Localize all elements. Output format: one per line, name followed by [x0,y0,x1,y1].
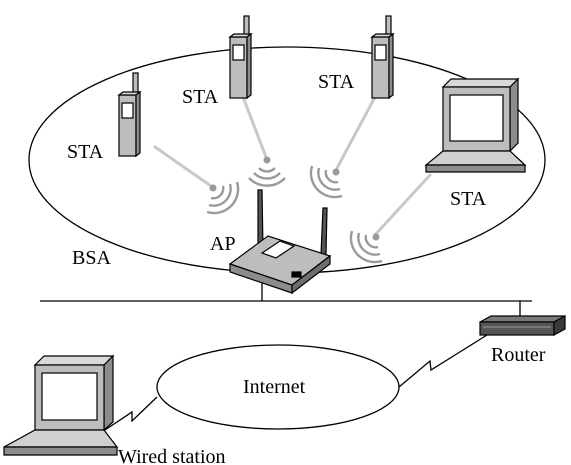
router-label: Router [491,344,546,366]
wired-station-label: Wired station [118,446,226,465]
router-icon [479,314,566,337]
mobile-phone-icon [117,72,142,158]
mobile-phone-icon [370,15,395,100]
wireless-link-sta1 [153,145,213,188]
internet-label: Internet [243,376,306,398]
mobile-phone-icon [228,15,253,100]
wireless-link-sta2 [241,95,268,159]
sta-label-1: STA [67,141,104,163]
wireless-link-sta4 [373,173,432,237]
laptop-icon [424,77,527,173]
wireless-link-sta3 [334,95,377,172]
sta-label-3: STA [318,71,355,93]
wireless-signal-icon [349,230,383,264]
access-point-icon [228,189,332,295]
laptop-icon [3,354,119,456]
internet-wired-link [104,396,158,431]
sta-label-4: STA [450,188,487,210]
wireless-signal-icon [248,156,286,187]
wireless-signal-icon [309,165,343,199]
wireless-signal-icon [206,181,240,215]
sta-label-2: STA [182,86,219,108]
ap-label: AP [210,233,236,255]
bsa-label: BSA [72,247,111,269]
wireless-links [153,95,432,237]
internet-router-link [398,334,488,388]
